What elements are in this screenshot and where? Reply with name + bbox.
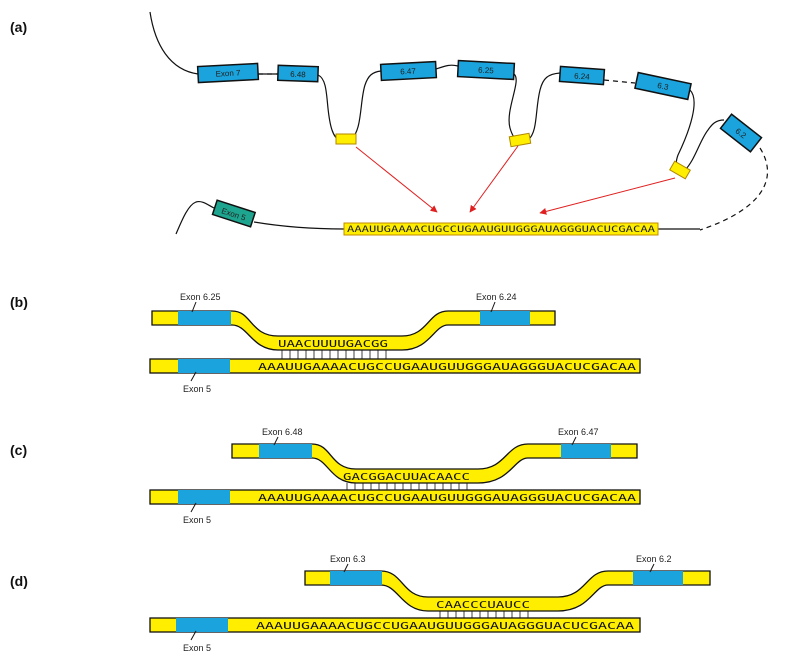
panel-b-exon5-box (178, 359, 230, 373)
exon-6-25-label: 6.25 (478, 66, 495, 76)
panel-a-downstream-line (175, 200, 700, 235)
docking-site-box-a (343, 222, 659, 236)
exon-7: Exon 7 (196, 62, 260, 84)
panel-c-label: (c) (10, 442, 27, 458)
exon-6-48: 6.48 (276, 64, 320, 83)
panel-d-docking-strand (149, 617, 641, 633)
panel-c-docking-strand (149, 489, 641, 505)
panel-b-left-exon-box (178, 311, 231, 325)
panel-d-left-exon-box (330, 571, 382, 585)
panel-b-selector-strand (151, 310, 556, 351)
panel-d-selector-seq: CAACCCUAUCC (436, 600, 530, 611)
panel-b-exon5-label: Exon 5 (183, 384, 211, 394)
exon-6-47-label: 6.47 (400, 67, 417, 77)
panel-c-right-exon-box (561, 444, 611, 458)
panel-a-label: (a) (10, 19, 27, 35)
exon-5-a: Exon 5 (211, 199, 257, 228)
panel-b-base-pairs (281, 350, 387, 359)
panel-b-right-exon-box (480, 311, 530, 325)
panel-d-left-exon-label: Exon 6.3 (330, 554, 366, 564)
selector-box-1 (335, 133, 357, 145)
panel-b-docking-seq: AAAUUGAAAACUGCCUGAAUGUUGGGAUAGGGUACUCGAC… (258, 362, 636, 373)
panel-b: (b) Exon 6.25 Exon 6.24 UAACUUUUGACGG AA… (10, 292, 641, 394)
panel-a: (a) Exon 7 6.48 6.47 6.25 6.24 6.3 (10, 11, 769, 236)
panel-b-docking-strand (149, 358, 641, 374)
panel-d-exon5-box (176, 618, 228, 632)
panel-c-selector-strand (231, 443, 638, 484)
panel-b-right-exon-label: Exon 6.24 (476, 292, 517, 302)
panel-d-right-exon-box (633, 571, 683, 585)
arrow-1 (355, 146, 438, 213)
selector-box-3 (669, 160, 691, 180)
panel-b-label: (b) (10, 294, 28, 310)
panel-d: (d) Exon 6.3 Exon 6.2 CAACCCUAUCC AAAUUG… (10, 554, 711, 653)
panel-c-exon5-label: Exon 5 (183, 515, 211, 525)
exon-6-47: 6.47 (379, 60, 438, 82)
arrow-3 (539, 177, 676, 215)
panel-d-docking-seq: AAAUUGAAAACUGCCUGAAUGUUGGGAUAGGGUACUCGAC… (256, 621, 634, 632)
panel-d-exon5-label: Exon 5 (183, 643, 211, 653)
panel-c-left-exon-label: Exon 6.48 (262, 427, 303, 437)
panel-d-label: (d) (10, 573, 28, 589)
panel-c-exon5-box (178, 490, 230, 504)
panel-c-selector-seq: GACGGACUUACAACC (343, 472, 470, 483)
panel-d-selector-strand (304, 570, 711, 612)
exon-6-25: 6.25 (456, 59, 516, 81)
exon-6-2: 6.2 (719, 113, 763, 153)
selector-box-2 (508, 132, 532, 148)
panel-b-selector-seq: UAACUUUUGACGG (278, 339, 388, 350)
exon-6-24-label: 6.24 (574, 71, 591, 81)
exon-6-3: 6.3 (634, 71, 692, 101)
panel-d-right-exon-label: Exon 6.2 (636, 554, 672, 564)
panel-b-left-exon-label: Exon 6.25 (180, 292, 221, 302)
exon-6-48-label: 6.48 (290, 70, 306, 80)
docking-site-seq-a: AAAUUGAAAACUGCCUGAAUGUUGGGAUAGGGUACUCGAC… (347, 224, 655, 234)
panel-a-intron-line (149, 11, 725, 173)
exon-7-label: Exon 7 (215, 68, 241, 78)
panel-c-docking-seq: AAAUUGAAAACUGCCUGAAUGUUGGGAUAGGGUACUCGAC… (258, 493, 636, 504)
panel-a-dashed-line (258, 73, 769, 231)
exon-6-3-label: 6.3 (657, 81, 670, 92)
exon-6-24: 6.24 (558, 65, 606, 86)
panel-c-left-exon-box (259, 444, 312, 458)
arrow-2 (469, 145, 519, 213)
panel-c: (c) Exon 6.48 Exon 6.47 GACGGACUUACAACC … (10, 427, 641, 525)
panel-c-right-exon-label: Exon 6.47 (558, 427, 599, 437)
